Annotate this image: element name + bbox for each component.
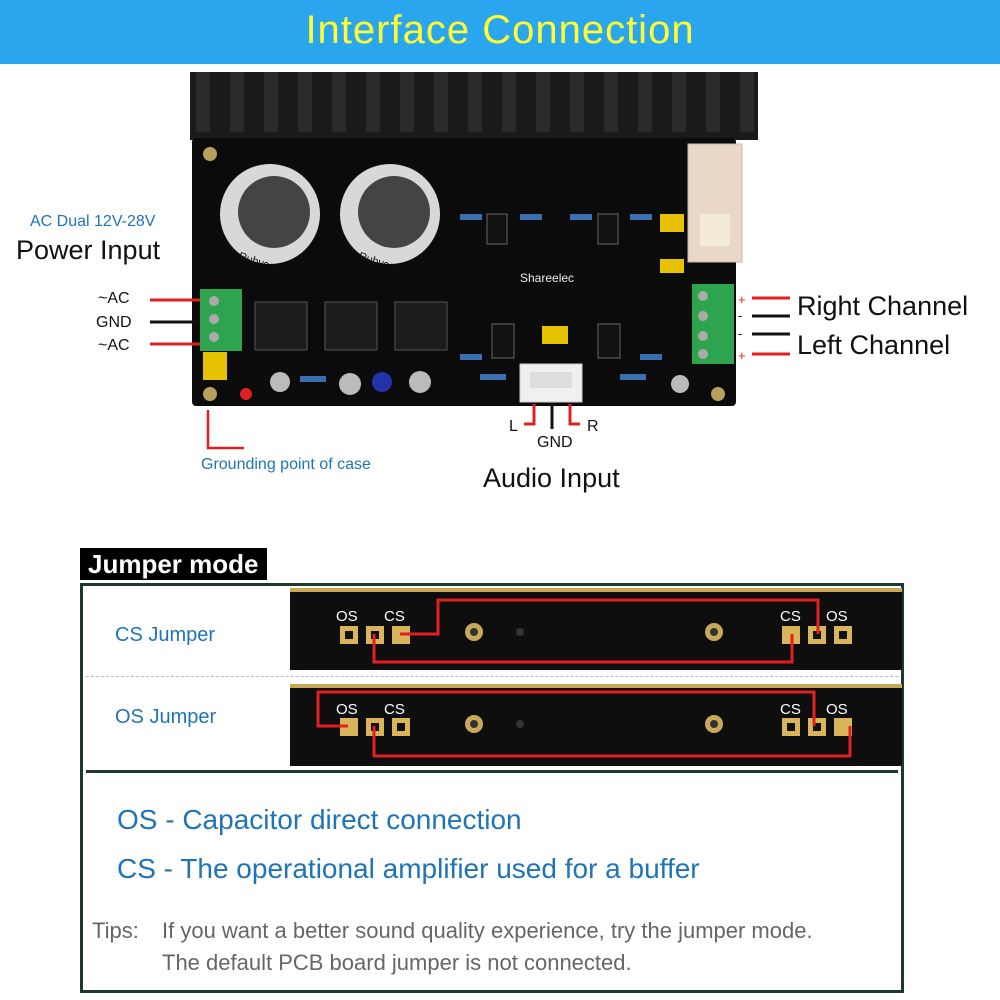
jumper-panel [80,583,904,993]
audio-pin-gnd: GND [537,434,573,451]
cs-jumper-label: CS Jumper [115,624,216,646]
svg-text:+: + [738,348,746,363]
page-title: Interface Connection [305,8,695,52]
left-channel-label: Left Channel [797,330,951,360]
header-banner [0,0,1000,64]
power-input-title: Power Input [16,235,161,265]
audio-input-title: Audio Input [483,463,620,493]
svg-text:-: - [738,308,742,323]
svg-text:-: - [738,326,742,341]
row2-os-left: OS [336,701,358,718]
ground-point-label: Grounding point of case [201,456,371,473]
tip-line-2: The default PCB board jumper is not conn… [162,950,632,975]
os-jumper-label: OS Jumper [115,706,217,728]
cs-definition: CS - The operational amplifier used for … [117,853,700,884]
jumper-mode-title: Jumper mode [80,548,267,580]
os-definition: OS - Capacitor direct connection [117,804,522,835]
tips-label: Tips: [92,918,139,943]
jumper-pcb-photos: OS CS CS OS OS CS CS OS [290,588,902,766]
power-spec: AC Dual 12V-28V [30,213,156,230]
row2-cs-right: CS [780,701,801,718]
row1-os-right: OS [826,608,848,625]
right-channel-label: Right Channel [797,291,969,321]
row1-os-left: OS [336,608,358,625]
row2-os-right: OS [826,701,848,718]
audio-pin-l: L [509,418,518,435]
row2-cs-left: CS [384,701,405,718]
pin-ac-2: ~AC [98,337,130,354]
row-divider [86,676,898,677]
board-brand: Shareelec [520,271,574,285]
pin-gnd: GND [96,314,132,331]
pin-ac-1: ~AC [98,290,130,307]
svg-text:+: + [738,292,746,307]
tip-line-1: If you want a better sound quality exper… [162,918,813,943]
row1-cs-left: CS [384,608,405,625]
audio-pin-r: R [587,418,599,435]
amplifier-board-image: Rubycon Rubycon Shareelec + - - + [150,72,790,450]
section-divider [86,770,898,773]
row1-cs-right: CS [780,608,801,625]
